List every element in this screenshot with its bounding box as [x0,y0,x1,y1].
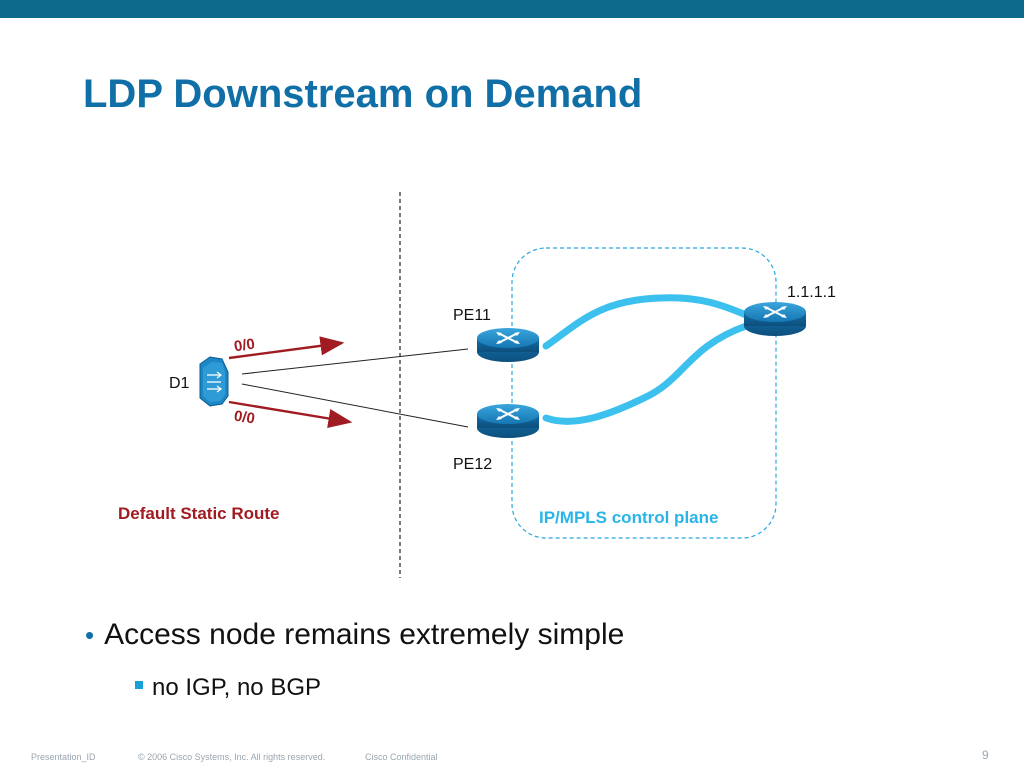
pe11-router-icon [477,328,539,362]
d1-label: D1 [169,375,190,392]
bullet-item-level1: • Access node remains extremely simple [85,618,785,652]
footer-copyright: © 2006 Cisco Systems, Inc. All rights re… [138,752,326,762]
control-plane-boundary [511,247,777,539]
pe11-label: PE11 [453,307,491,324]
route-label-lower: 0/0 [232,407,257,428]
control-plane-caption: IP/MPLS control plane [539,508,719,527]
bullet-text-level1: Access node remains extremely simple [104,618,625,651]
bullet-square-icon [135,680,143,689]
bullet-item-level2: no IGP, no BGP [135,674,321,702]
pe12-router-icon [477,404,539,438]
top-banner [0,0,1024,18]
core-router-icon [744,302,806,336]
d1-switch-icon [199,356,229,407]
link-d1-pe12 [241,383,469,428]
bullet-text-level2: no IGP, no BGP [152,674,321,701]
bullet-dot-icon: • [85,620,95,650]
slide-title: LDP Downstream on Demand [83,72,643,116]
route-label-upper: 0/0 [232,335,256,356]
link-pe11-core [542,294,750,350]
route-arrow-lower [228,400,353,428]
link-d1-pe11 [241,348,469,375]
link-pe12-core [542,322,750,425]
route-arrow-upper [228,336,345,360]
page-number: 9 [982,748,989,762]
default-route-caption: Default Static Route [118,504,280,523]
footer-presentation-id: Presentation_ID [31,752,96,762]
pe12-label: PE12 [453,456,493,473]
footer-confidential: Cisco Confidential [365,752,438,762]
core-router-label: 1.1.1.1 [787,284,836,301]
